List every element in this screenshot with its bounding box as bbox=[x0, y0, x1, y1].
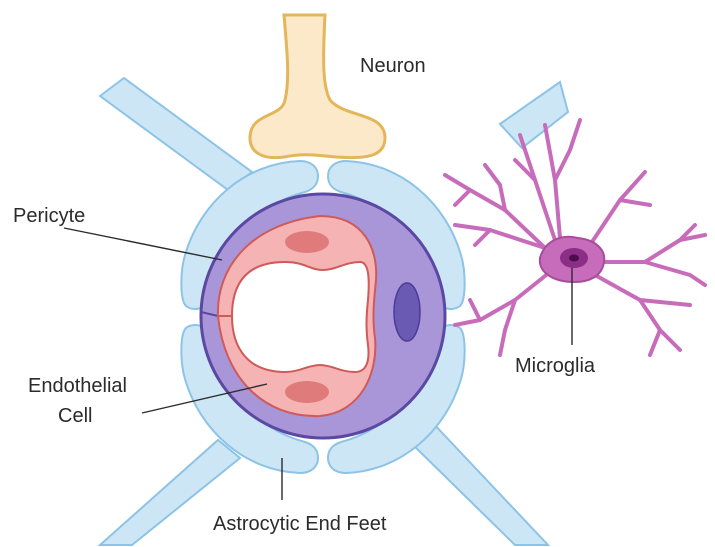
astrocyte-branch-bottom-right bbox=[408, 420, 548, 545]
astrocytic-end-feet-label: Astrocytic End Feet bbox=[213, 513, 387, 535]
endothelial-nucleus-top bbox=[285, 231, 329, 253]
pericyte-label: Pericyte bbox=[13, 205, 85, 227]
endothelial-label-line1: Endothelial bbox=[28, 375, 127, 397]
microglia-nucleolus bbox=[569, 255, 579, 262]
microglia-label: Microglia bbox=[515, 355, 596, 377]
pericyte-nucleus bbox=[394, 283, 420, 341]
endothelial-nucleus-bottom bbox=[285, 381, 329, 403]
neuron-body bbox=[250, 15, 385, 158]
astrocyte-branch-top-left bbox=[100, 78, 252, 190]
astrocyte-branch-top-right bbox=[500, 82, 568, 148]
neuron-label: Neuron bbox=[360, 55, 426, 77]
microglia bbox=[445, 120, 705, 355]
vessel-lumen bbox=[232, 262, 369, 372]
endothelial-label-line2: Cell bbox=[58, 405, 92, 427]
